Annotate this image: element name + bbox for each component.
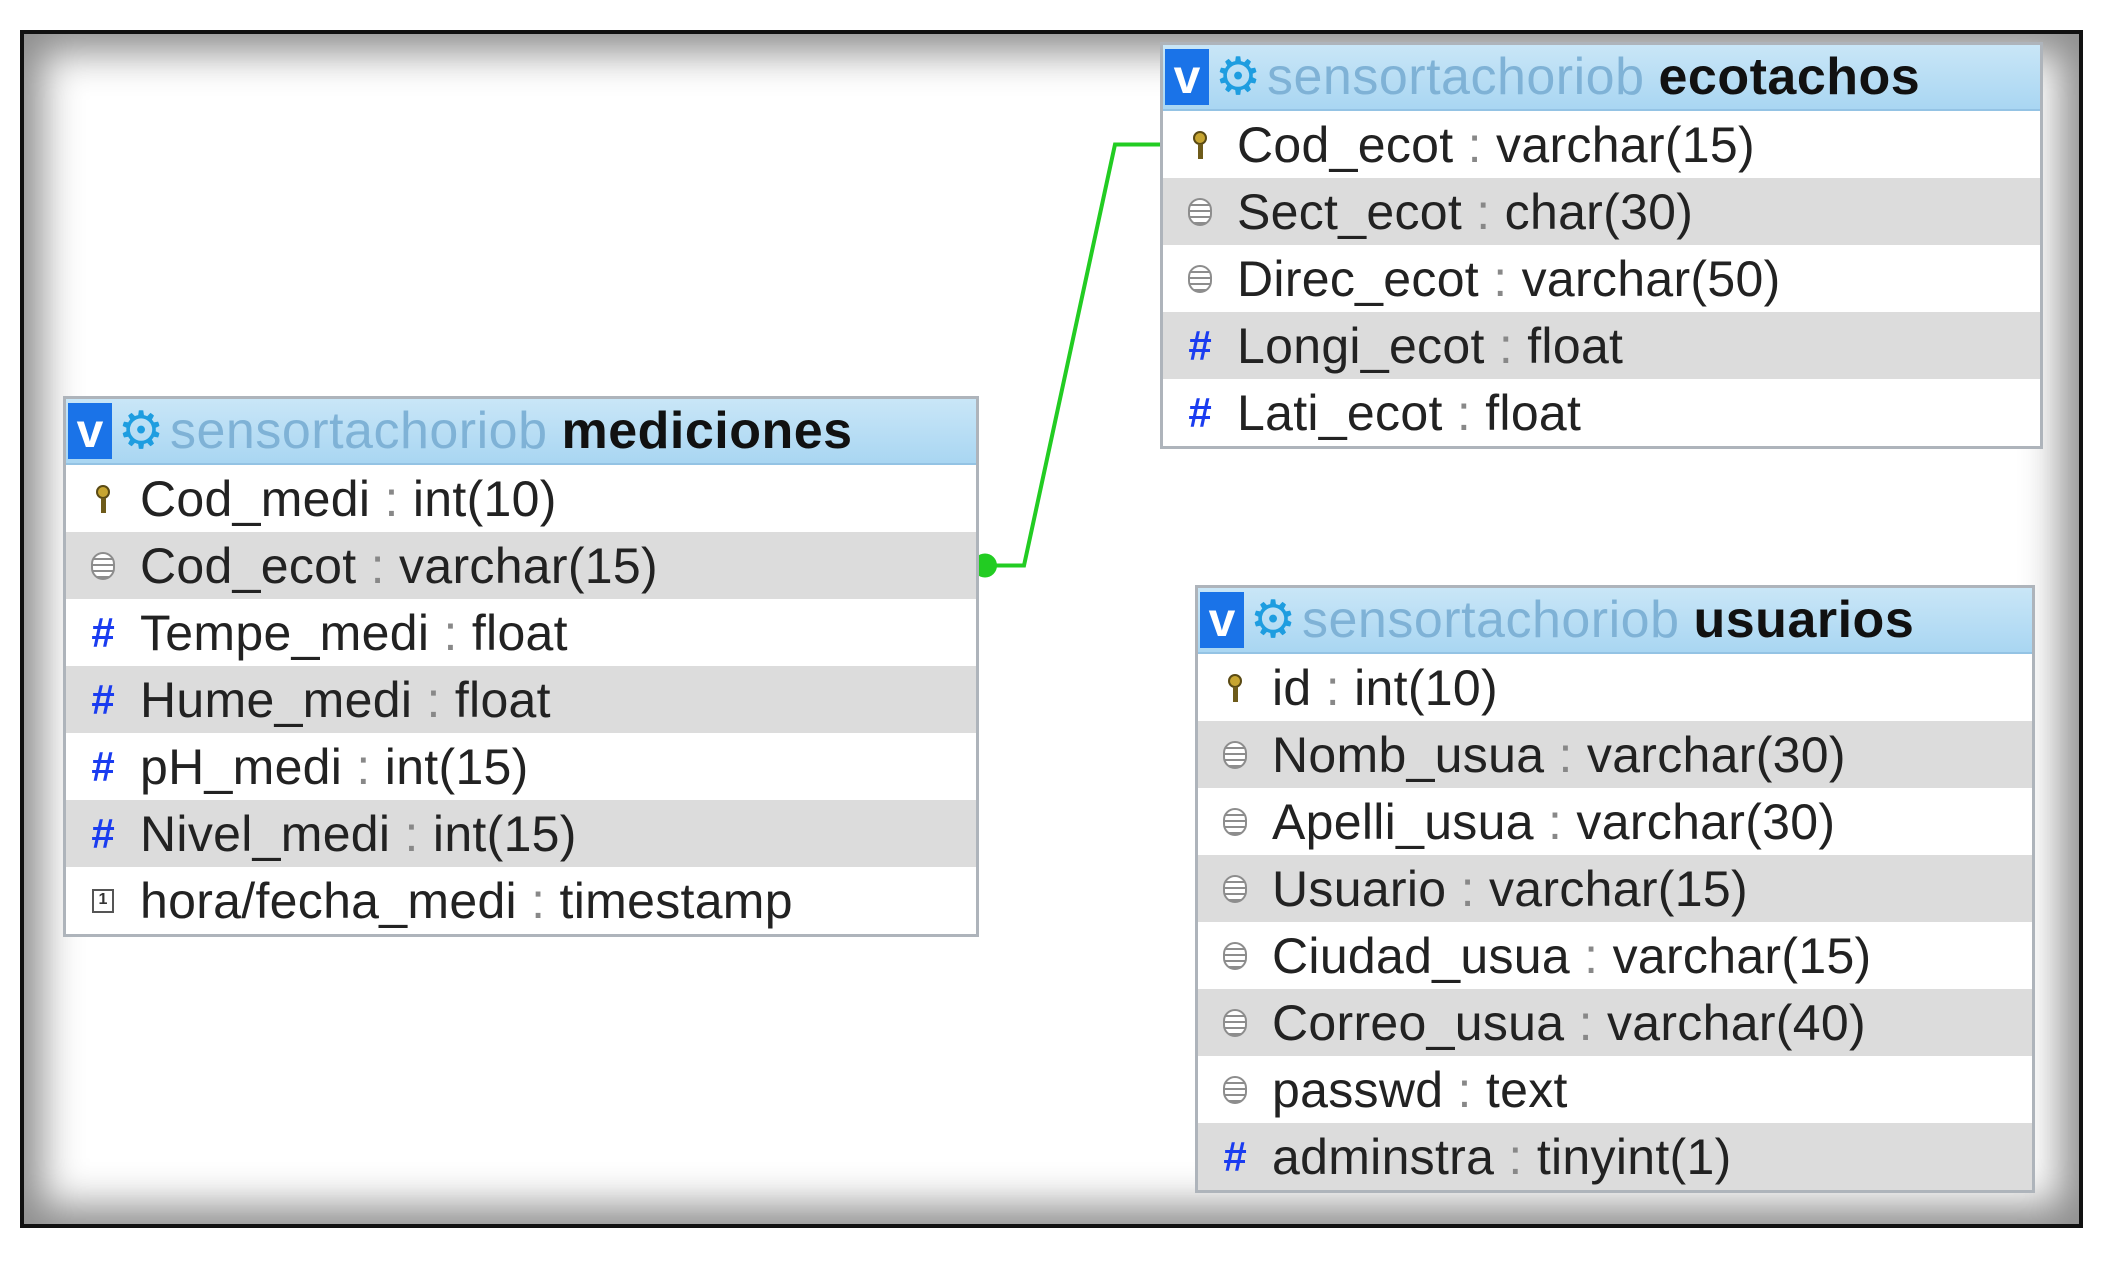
column-name: Direc_ecot bbox=[1237, 250, 1479, 307]
numeric-column-icon: # bbox=[91, 742, 115, 790]
column-name: pH_medi bbox=[140, 738, 343, 795]
column-type: varchar(15) bbox=[1488, 860, 1748, 917]
column-row[interactable]: #adminstra : tinyint(1) bbox=[1198, 1123, 2032, 1190]
database-name: sensortachoriob bbox=[1267, 48, 1645, 106]
column-row[interactable]: Cod_ecot : varchar(15) bbox=[66, 532, 976, 599]
column-row[interactable]: #Nivel_medi : int(15) bbox=[66, 800, 976, 867]
column-type: varchar(15) bbox=[399, 537, 658, 594]
column-name: Cod_ecot bbox=[1237, 116, 1454, 173]
column-row[interactable]: Nomb_usua : varchar(30) bbox=[1198, 721, 2032, 788]
column-row[interactable]: #Longi_ecot : float bbox=[1163, 312, 2040, 379]
table-header[interactable]: v ⚙ sensortachoriob mediciones bbox=[66, 399, 976, 465]
timestamp-column-icon: 1 bbox=[66, 867, 140, 934]
column-name: Hume_medi bbox=[140, 671, 413, 728]
column-type: int(15) bbox=[432, 805, 577, 862]
column-type: int(10) bbox=[412, 470, 557, 527]
column-row[interactable]: #pH_medi : int(15) bbox=[66, 733, 976, 800]
column-type: timestamp bbox=[559, 872, 793, 929]
column-row[interactable]: Ciudad_usua : varchar(15) bbox=[1198, 922, 2032, 989]
column-name: Apelli_usua bbox=[1272, 793, 1534, 850]
column-row[interactable]: Cod_ecot : varchar(15) bbox=[1163, 111, 2040, 178]
numeric-column-icon: # bbox=[1188, 388, 1212, 436]
column-type: text bbox=[1485, 1061, 1568, 1118]
gear-icon[interactable]: ⚙ bbox=[117, 402, 165, 460]
gear-icon[interactable]: ⚙ bbox=[1214, 48, 1262, 106]
column-icon bbox=[1198, 788, 1272, 855]
table-usuarios[interactable]: v ⚙ sensortachoriob usuarios id : int(10… bbox=[1195, 585, 2035, 1193]
column-name: Usuario bbox=[1272, 860, 1447, 917]
table-mediciones[interactable]: v ⚙ sensortachoriob mediciones Cod_medi … bbox=[63, 396, 979, 937]
column-type: varchar(30) bbox=[1576, 793, 1836, 850]
column-row[interactable]: Direc_ecot : varchar(50) bbox=[1163, 245, 2040, 312]
database-name: sensortachoriob bbox=[1302, 591, 1680, 649]
table-header[interactable]: v ⚙ sensortachoriob ecotachos bbox=[1163, 45, 2040, 111]
primary-key-icon bbox=[66, 465, 140, 532]
column-row[interactable]: Apelli_usua : varchar(30) bbox=[1198, 788, 2032, 855]
column-icon bbox=[1163, 245, 1237, 312]
column-row[interactable]: Cod_medi : int(10) bbox=[66, 465, 976, 532]
column-type: varchar(15) bbox=[1496, 116, 1755, 173]
column-type: tinyint(1) bbox=[1536, 1128, 1732, 1185]
table-header[interactable]: v ⚙ sensortachoriob usuarios bbox=[1198, 588, 2032, 654]
column-row[interactable]: #Hume_medi : float bbox=[66, 666, 976, 733]
numeric-column-icon: # bbox=[1188, 321, 1212, 369]
column-type: int(15) bbox=[384, 738, 529, 795]
column-type: varchar(50) bbox=[1521, 250, 1781, 307]
table-name: usuarios bbox=[1693, 591, 1915, 649]
column-icon bbox=[1198, 922, 1272, 989]
collapse-toggle-icon[interactable]: v bbox=[1200, 592, 1244, 648]
numeric-column-icon: # bbox=[1223, 1132, 1247, 1180]
column-name: Lati_ecot bbox=[1237, 384, 1443, 441]
database-name: sensortachoriob bbox=[170, 402, 548, 460]
collapse-toggle-icon[interactable]: v bbox=[68, 403, 112, 459]
column-icon bbox=[1198, 721, 1272, 788]
column-name: passwd bbox=[1272, 1061, 1444, 1118]
numeric-column-icon: # bbox=[91, 675, 115, 723]
column-type: char(30) bbox=[1504, 183, 1694, 240]
column-name: Ciudad_usua bbox=[1272, 927, 1570, 984]
numeric-column-icon: # bbox=[91, 809, 115, 857]
column-row[interactable]: #Lati_ecot : float bbox=[1163, 379, 2040, 446]
column-row[interactable]: Correo_usua : varchar(40) bbox=[1198, 989, 2032, 1056]
column-row[interactable]: #Tempe_medi : float bbox=[66, 599, 976, 666]
column-row[interactable]: passwd : text bbox=[1198, 1056, 2032, 1123]
column-name: Cod_ecot bbox=[140, 537, 357, 594]
column-name: Sect_ecot bbox=[1237, 183, 1463, 240]
table-ecotachos[interactable]: v ⚙ sensortachoriob ecotachos Cod_ecot :… bbox=[1160, 42, 2043, 449]
column-row[interactable]: id : int(10) bbox=[1198, 654, 2032, 721]
column-row[interactable]: Usuario : varchar(15) bbox=[1198, 855, 2032, 922]
column-type: varchar(40) bbox=[1606, 994, 1866, 1051]
column-name: Tempe_medi bbox=[140, 604, 430, 661]
column-icon bbox=[66, 532, 140, 599]
column-icon bbox=[1198, 989, 1272, 1056]
column-type: float bbox=[454, 671, 551, 728]
column-name: adminstra bbox=[1272, 1128, 1495, 1185]
column-name: Correo_usua bbox=[1272, 994, 1565, 1051]
primary-key-icon bbox=[1198, 654, 1272, 721]
collapse-toggle-icon[interactable]: v bbox=[1165, 49, 1209, 105]
column-row[interactable]: Sect_ecot : char(30) bbox=[1163, 178, 2040, 245]
column-name: Longi_ecot bbox=[1237, 317, 1485, 374]
column-name: hora/fecha_medi bbox=[140, 872, 517, 929]
column-name: Cod_medi bbox=[140, 470, 371, 527]
column-name: Nomb_usua bbox=[1272, 726, 1545, 783]
column-type: varchar(30) bbox=[1586, 726, 1846, 783]
gear-icon[interactable]: ⚙ bbox=[1249, 591, 1297, 649]
table-name: mediciones bbox=[561, 402, 853, 460]
column-icon bbox=[1198, 1056, 1272, 1123]
column-type: float bbox=[1485, 384, 1582, 441]
primary-key-icon bbox=[1163, 111, 1237, 178]
numeric-column-icon: # bbox=[91, 608, 115, 656]
column-type: float bbox=[471, 604, 568, 661]
column-type: varchar(15) bbox=[1612, 927, 1872, 984]
column-icon bbox=[1198, 855, 1272, 922]
column-type: int(10) bbox=[1354, 659, 1498, 716]
column-name: id bbox=[1272, 659, 1312, 716]
table-name: ecotachos bbox=[1658, 48, 1921, 106]
column-type: float bbox=[1527, 317, 1624, 374]
column-name: Nivel_medi bbox=[140, 805, 391, 862]
column-icon bbox=[1163, 178, 1237, 245]
